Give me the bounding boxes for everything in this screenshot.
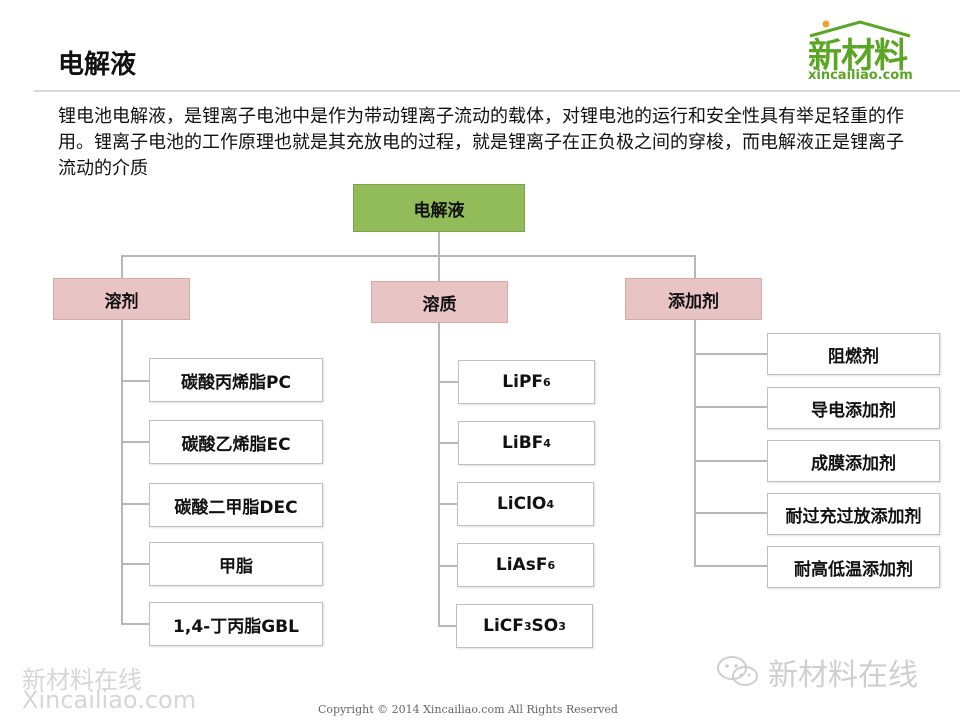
branch-bar-line <box>121 255 696 257</box>
category-node-additive: 添加剂 <box>625 278 762 320</box>
formula-base: LiClO <box>496 494 547 514</box>
root-stem-line <box>438 232 440 256</box>
leaf-node-solvent: 1,4-丁丙脂GBL <box>149 602 323 646</box>
page-title: 电解液 <box>58 50 137 80</box>
formula-subscript: 6 <box>547 558 556 572</box>
tick-additive <box>694 353 768 355</box>
formula-base: LiBF <box>502 433 544 453</box>
drop-line-additive <box>694 255 696 279</box>
leaf-node-additive: 导电添加剂 <box>767 387 940 429</box>
watermark-left-en: Xincailiao.com <box>22 686 197 714</box>
tick-solute <box>438 503 458 505</box>
tick-solvent <box>121 563 149 565</box>
tick-additive <box>694 460 768 462</box>
wechat-icon <box>717 656 758 686</box>
intro-paragraph: 锂电池电解液，是锂离子电池中是作为带动锂离子流动的载体，对锂电池的运行和安全性具… <box>58 106 904 179</box>
tick-solvent <box>121 623 149 625</box>
tick-additive <box>694 512 768 514</box>
category-node-solvent: 溶剂 <box>53 278 190 320</box>
drop-line-solvent <box>121 255 123 279</box>
watermark-left-cn: 新材料在线 <box>22 666 142 694</box>
category-node-solute: 溶质 <box>371 281 508 323</box>
house-roof-icon <box>809 20 911 38</box>
tick-solute <box>438 442 458 444</box>
tick-solvent <box>121 503 149 505</box>
tick-solute <box>438 565 458 567</box>
leaf-node-additive: 阻燃剂 <box>767 333 940 375</box>
leaf-node-solvent: 碳酸丙烯脂PC <box>149 358 323 402</box>
tick-solvent <box>121 380 149 382</box>
leaf-node-additive: 耐高低温添加剂 <box>767 546 940 588</box>
leaf-node-additive: 耐过充过放添加剂 <box>767 493 940 535</box>
tick-additive <box>694 565 768 567</box>
spine-solute <box>438 320 440 626</box>
tick-solute <box>438 381 458 383</box>
logo-text-cn: 新材料 <box>808 36 908 76</box>
formula-subscript-2: 3 <box>558 619 566 633</box>
leaf-node-solvent: 碳酸乙烯脂EC <box>149 420 323 464</box>
formula-subscript: 4 <box>546 497 555 511</box>
watermark-right: 新材料在线 <box>716 650 918 694</box>
leaf-node-additive: 成膜添加剂 <box>767 440 940 482</box>
logo-text-en: xincailiao.com <box>808 68 913 83</box>
formula-base: LiPF <box>502 372 544 392</box>
formula-subscript: 3 <box>523 619 532 633</box>
spine-solvent <box>121 318 123 624</box>
leaf-node-solvent: 碳酸二甲脂DEC <box>149 483 323 527</box>
formula-base: LiCF <box>483 616 524 636</box>
tick-additive <box>694 406 768 408</box>
watermark-right-text: 新材料在线 <box>768 658 918 693</box>
brand-logo: 新材料 xincailiao.com <box>800 18 920 86</box>
tick-solute <box>438 625 458 627</box>
spine-additive <box>694 320 696 566</box>
drop-line-solute <box>438 255 440 281</box>
formula-subscript: 6 <box>543 375 551 389</box>
formula-base: LiAsF <box>495 555 548 575</box>
tick-solvent <box>121 441 149 443</box>
formula-subscript: 4 <box>543 436 551 450</box>
formula-tail: SO <box>531 616 559 636</box>
title-divider <box>34 90 960 92</box>
leaf-node-solvent: 甲脂 <box>149 542 323 586</box>
copyright-text: Copyright © 2014 Xincailiao.com All Righ… <box>318 703 618 716</box>
root-node-electrolyte: 电解液 <box>353 184 525 232</box>
